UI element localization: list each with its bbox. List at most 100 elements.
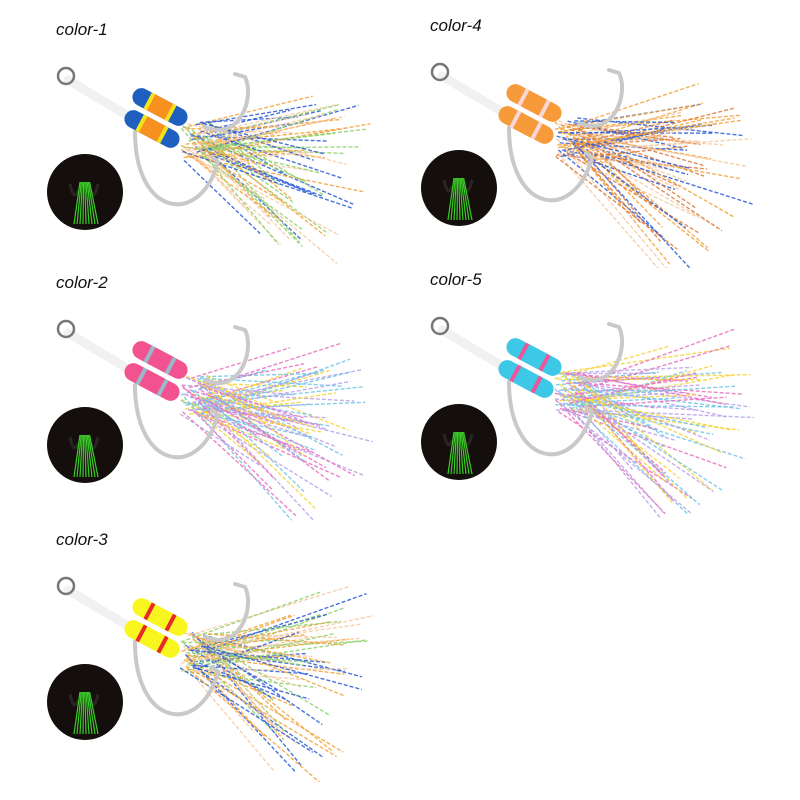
- tassel-strand: [200, 412, 313, 438]
- tassel-strand: [200, 631, 299, 668]
- glow-strand: [459, 431, 464, 475]
- tassel-strand: [568, 131, 663, 228]
- tassel-strand: [582, 398, 724, 492]
- tassel-strand: [554, 398, 696, 411]
- tassel-strand: [201, 620, 333, 648]
- glow-strand: [73, 434, 81, 478]
- tassel-strand: [557, 152, 667, 170]
- tassel-strand: [195, 613, 328, 650]
- glow-strand: [453, 431, 457, 475]
- tassel-strand: [179, 413, 260, 466]
- tassel-strand: [208, 148, 306, 192]
- glow-inset-hook: [442, 179, 474, 193]
- bead-band: [509, 364, 522, 383]
- hook-lower: [507, 126, 595, 203]
- tassel-strand: [557, 102, 704, 149]
- variant-label: color-3: [56, 530, 108, 549]
- tassel-strand: [182, 639, 288, 644]
- tassel-strand: [561, 117, 735, 149]
- glow-inset: [421, 404, 497, 480]
- assist-hook-image: [421, 62, 754, 268]
- glow-strand: [458, 431, 461, 475]
- tassel-strand: [205, 396, 305, 493]
- glow-inset: [421, 150, 497, 226]
- tassel-strand: [207, 633, 346, 646]
- tassel-strand: [190, 135, 328, 142]
- bead-center: [137, 625, 167, 653]
- glow-strand: [79, 434, 83, 478]
- tassel-strand: [199, 383, 307, 463]
- glow-strand: [76, 181, 82, 225]
- glow-strand: [79, 691, 83, 735]
- tassel-strand: [570, 128, 705, 177]
- hook-upper: [577, 68, 625, 128]
- tassel-strand: [180, 636, 312, 664]
- tassel-strand: [582, 138, 752, 152]
- split-ring: [56, 66, 76, 86]
- tassel-strand: [204, 399, 302, 457]
- tassel-strand: [185, 665, 337, 758]
- assist-cord: [63, 328, 135, 375]
- glow-strand: [85, 691, 90, 735]
- tassel-strand: [579, 404, 746, 460]
- bead-band: [156, 378, 169, 397]
- tassel-strand: [205, 137, 301, 243]
- tassel-strand: [190, 402, 271, 457]
- tassel-strand: [582, 119, 743, 144]
- glow-strand: [76, 691, 82, 735]
- tassel-strand: [183, 642, 277, 735]
- tassel-strand: [206, 374, 306, 457]
- tassel-strand: [562, 376, 698, 398]
- tassel-strand: [574, 373, 751, 379]
- tassel-strand: [201, 113, 308, 139]
- glow-strand: [450, 431, 456, 475]
- tassel-strand: [185, 126, 279, 130]
- tassel-strand: [195, 103, 317, 126]
- tassel-strand: [179, 667, 314, 753]
- tassel-strand: [557, 390, 689, 516]
- glow-strand: [89, 434, 99, 478]
- variant-color-5: color-5: [414, 262, 754, 522]
- tassel-strand: [185, 131, 282, 145]
- bead: [498, 360, 554, 398]
- tassel-strand: [566, 394, 667, 483]
- tassel-strand: [209, 146, 321, 174]
- glow-strand: [447, 431, 455, 475]
- variant-label: color-5: [430, 270, 482, 289]
- tassel-strand: [555, 155, 678, 250]
- glow-strand: [84, 434, 87, 478]
- bead: [132, 598, 188, 636]
- glow-strand: [87, 181, 96, 225]
- bead: [124, 110, 180, 148]
- bead-band: [143, 92, 156, 111]
- tassel-strand: [562, 397, 678, 405]
- glow-strand: [86, 434, 93, 478]
- tassel-strand: [209, 400, 327, 469]
- tassel-strand: [181, 398, 263, 466]
- tassel-strand: [194, 401, 366, 411]
- tassel-strand: [181, 384, 296, 396]
- tassel-strand: [188, 363, 305, 388]
- tassel-strand: [202, 614, 374, 653]
- tassel-strand: [574, 120, 676, 124]
- tassel-strand: [570, 153, 676, 190]
- tassel-strand: [201, 109, 337, 155]
- bead-band: [143, 345, 156, 364]
- tassel-strand: [576, 132, 723, 232]
- tassel-strand: [206, 157, 286, 204]
- tassel-strand: [191, 631, 303, 767]
- glow-strand: [456, 177, 459, 221]
- tassel-strand: [180, 667, 350, 672]
- glow-strand: [82, 181, 85, 225]
- tassel-strand: [201, 155, 303, 230]
- bead-band: [509, 110, 522, 129]
- tassel-strand: [577, 382, 727, 418]
- glow-strand: [453, 177, 457, 221]
- tassel-strand: [196, 157, 340, 237]
- variant-color-4: color-4: [414, 8, 754, 268]
- tassel-strand: [196, 637, 331, 664]
- tassel-strand: [559, 389, 671, 392]
- tassel-strand: [204, 371, 352, 408]
- bead: [498, 106, 554, 144]
- glow-strand: [82, 691, 85, 735]
